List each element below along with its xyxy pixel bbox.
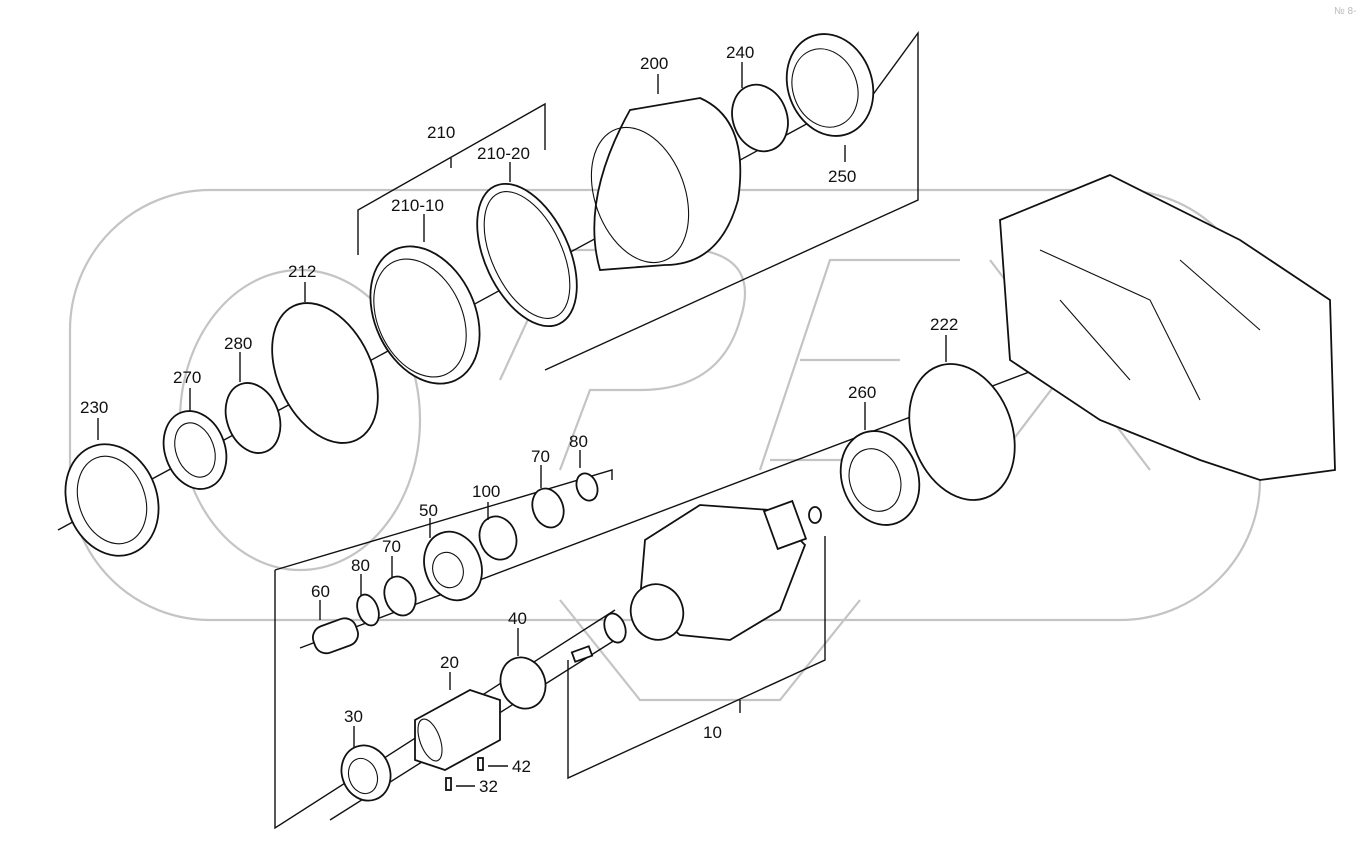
part-42-roller[interactable] <box>477 757 484 771</box>
transmission-housing[interactable] <box>999 174 1336 481</box>
part-212-o-ring[interactable] <box>251 286 399 460</box>
part-200-ring-gear[interactable] <box>593 97 742 271</box>
callout-210: 210 <box>427 123 455 142</box>
callout-60: 60 <box>311 582 330 601</box>
pin[interactable] <box>570 645 594 663</box>
part-80-washer-upper[interactable] <box>573 470 601 503</box>
callout-210-20: 210-20 <box>477 144 530 163</box>
part-222-o-ring[interactable] <box>891 349 1033 515</box>
part-230-gear-ring[interactable] <box>50 431 174 569</box>
callout-70-upper: 70 <box>531 447 550 466</box>
callout-80-lower: 80 <box>351 556 370 575</box>
part-250-gear-ring[interactable] <box>773 22 888 148</box>
part-70-bearing-upper[interactable] <box>527 484 569 532</box>
callout-212: 212 <box>288 262 316 281</box>
part-240-snap-ring[interactable] <box>723 77 797 159</box>
callout-labels: 230 270 280 212 210 210-10 210-20 200 24… <box>80 43 958 796</box>
part-260-bearing[interactable] <box>828 420 932 536</box>
callout-280: 280 <box>224 334 252 353</box>
leader-ticks <box>97 62 947 748</box>
callout-50: 50 <box>419 501 438 520</box>
callout-260: 260 <box>848 383 876 402</box>
thrust-washer[interactable] <box>600 610 629 645</box>
callout-270: 270 <box>173 368 201 387</box>
callout-250: 250 <box>828 167 856 186</box>
part-60-pin[interactable] <box>310 615 362 657</box>
callout-70-lower: 70 <box>382 537 401 556</box>
callout-222: 222 <box>930 315 958 334</box>
callout-210-10: 210-10 <box>391 196 444 215</box>
callout-32: 32 <box>479 777 498 796</box>
callout-200: 200 <box>640 54 668 73</box>
part-210-10-gear[interactable] <box>349 229 500 402</box>
corner-mark: № 8- <box>1334 6 1356 17</box>
leader-brackets <box>274 30 919 830</box>
callout-10: 10 <box>703 723 722 742</box>
part-270-bearing[interactable] <box>153 402 237 498</box>
part-70-bearing-lower[interactable] <box>379 572 421 620</box>
part-30-bearing-race[interactable] <box>334 738 398 807</box>
part-80-washer-lower[interactable] <box>353 592 383 629</box>
part-100-spring[interactable] <box>474 511 523 565</box>
callout-42: 42 <box>512 757 531 776</box>
callout-230: 230 <box>80 398 108 417</box>
part-40-bushing[interactable] <box>493 651 552 715</box>
callout-240: 240 <box>726 43 754 62</box>
callout-40: 40 <box>508 609 527 628</box>
part-210-20-ring[interactable] <box>457 168 597 341</box>
callout-80-upper: 80 <box>569 432 588 451</box>
callout-30: 30 <box>344 707 363 726</box>
callout-100: 100 <box>472 482 500 501</box>
part-32-roller[interactable] <box>445 777 452 791</box>
part-280-snap-ring[interactable] <box>216 375 289 460</box>
small-o-ring[interactable] <box>808 506 822 524</box>
part-20-pinion-shaft[interactable] <box>414 689 501 771</box>
callout-20: 20 <box>440 653 459 672</box>
